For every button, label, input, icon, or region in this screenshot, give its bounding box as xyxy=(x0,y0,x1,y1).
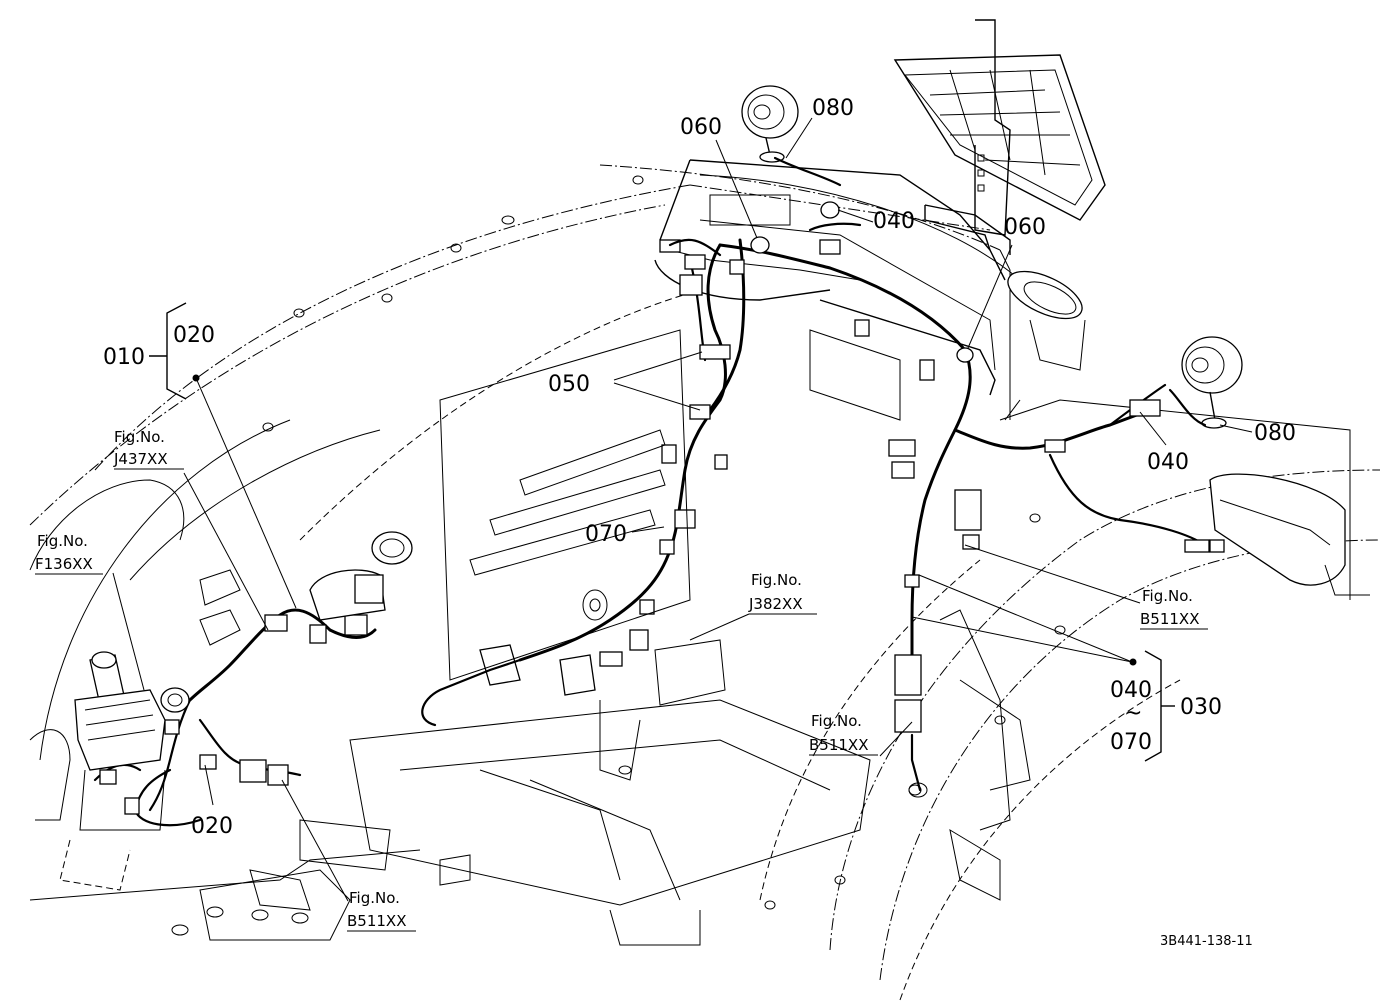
figure-ref-code: B511XX xyxy=(347,912,406,930)
callout-040-top: 040 xyxy=(873,209,915,234)
callout-060-left: 060 xyxy=(680,115,722,140)
drawing-code: 3B441-138-11 xyxy=(1160,934,1253,949)
harness-010-020 xyxy=(93,608,377,827)
figure-ref-b511-bottom[interactable]: Fig.No. B511XX xyxy=(347,889,416,932)
left-gauges xyxy=(160,531,413,713)
callout-020-bottom: 020 xyxy=(191,814,233,839)
callout-020-group: 020 xyxy=(173,323,215,348)
harness-050-070 xyxy=(421,238,746,727)
callout-040-range-start: 040 xyxy=(1110,678,1152,703)
center-deck xyxy=(349,639,871,946)
leader-lines xyxy=(112,117,1253,902)
group-bracket-030 xyxy=(1144,650,1175,762)
callout-040-range-tilde: ~ xyxy=(1124,701,1142,726)
figure-ref-j437[interactable]: Fig.No. J437XX xyxy=(113,428,184,470)
callout-080-right: 080 xyxy=(1254,421,1296,446)
callout-010: 010 xyxy=(103,345,145,370)
right-lower-column xyxy=(908,609,1031,901)
callout-030: 030 xyxy=(1180,695,1222,720)
figure-ref-code: B511XX xyxy=(809,736,868,754)
figure-ref-code: F136XX xyxy=(35,555,93,573)
round-gauge-right xyxy=(1007,270,1086,371)
callout-040-range-end: 070 xyxy=(1110,730,1152,755)
figure-ref-j382[interactable]: Fig.No. J382XX xyxy=(748,571,817,615)
figure-ref-code: J437XX xyxy=(113,450,168,468)
harness-030 xyxy=(718,243,1225,792)
figure-ref-code: B511XX xyxy=(1140,610,1199,628)
callouts: 080 060 040 060 010 020 050 070 080 040 … xyxy=(103,96,1296,839)
work-light-right xyxy=(1168,336,1243,429)
mirror-bracket xyxy=(893,19,1106,255)
figure-ref-b511-middle[interactable]: Fig.No. B511XX xyxy=(809,712,878,756)
center-bracket xyxy=(439,329,691,681)
figure-ref-label: Fig.No. xyxy=(1142,587,1193,605)
figure-ref-label: Fig.No. xyxy=(349,889,400,907)
figure-ref-label: Fig.No. xyxy=(811,712,862,730)
figure-ref-code: J382XX xyxy=(748,595,803,613)
figure-ref-label: Fig.No. xyxy=(37,532,88,550)
rear-lamp-right xyxy=(1209,473,1370,596)
roof-connectors xyxy=(659,201,974,381)
left-floor-outline xyxy=(29,479,421,941)
callout-060-right: 060 xyxy=(1004,215,1046,240)
callout-070: 070 xyxy=(585,522,627,547)
callout-040-right: 040 xyxy=(1147,450,1189,475)
cab-frame-outline xyxy=(29,164,1380,1001)
figure-ref-b511-right[interactable]: Fig.No. B511XX xyxy=(1140,587,1208,630)
figure-ref-label: Fig.No. xyxy=(114,428,165,446)
reference-dots xyxy=(192,374,1137,666)
callout-080-top: 080 xyxy=(812,96,854,121)
figure-ref-label: Fig.No. xyxy=(751,571,802,589)
callout-050: 050 xyxy=(548,372,590,397)
joystick-assembly xyxy=(59,651,166,891)
figure-ref-f136[interactable]: Fig.No. F136XX xyxy=(35,532,103,575)
group-bracket-010 xyxy=(149,302,187,400)
work-light-top xyxy=(741,85,842,187)
